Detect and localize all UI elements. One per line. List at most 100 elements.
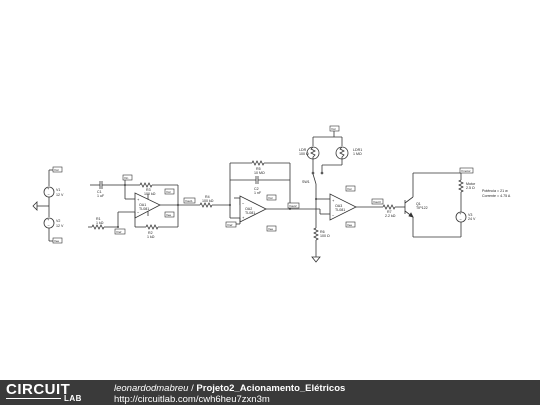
v2-value: 12 V (56, 224, 64, 228)
footer-title: leonardodmabreu / Projeto2_Acionamento_E… (114, 383, 346, 394)
svg-text:+: + (47, 217, 50, 222)
r6-value: 100 Ω (320, 234, 330, 238)
vref-tag-oa2: Vref (225, 218, 241, 228)
vout3-tag: Vout3 (371, 198, 384, 205)
vcc-tag-left: Vcc (49, 166, 63, 173)
r2-value: 1 kΩ (147, 235, 155, 239)
oa1-model: TL081 (139, 207, 149, 211)
supply-v1[interactable]: + − V1 12 V (43, 170, 64, 206)
circuit-schematic: + − V1 12 V Vcc + − V2 12 V Vee C1 1 uF (32, 125, 511, 263)
motor-value: 2.5 Ω (466, 186, 475, 190)
svg-text:Vcc: Vcc (347, 187, 353, 191)
oa3-name: OA3 (335, 204, 342, 208)
project-url[interactable]: http://circuitlab.com/cwh6heu7zxn3m (114, 394, 270, 405)
ground-left (32, 201, 49, 211)
oa2-name: OA2 (245, 207, 252, 211)
v1-name: V1 (56, 188, 60, 192)
motor-load[interactable]: Motor 2.5 Ω (458, 173, 476, 212)
svg-text:−: − (460, 217, 463, 222)
svg-text:Vee: Vee (166, 213, 172, 217)
c2-name: C2 (254, 187, 259, 191)
capacitor-c2[interactable]: C2 1 nF (230, 176, 290, 195)
capacitor-c1[interactable]: C1 1 uF (90, 181, 112, 198)
v1-value: 12 V (56, 193, 64, 197)
v3-name: V3 (468, 213, 472, 217)
svg-text:Vref: Vref (227, 223, 233, 227)
ldr-value: 100 Ω (299, 152, 309, 156)
power-current-annotation: Potência = 21 w Corrente = 4.75 A (482, 189, 511, 198)
svg-text:+: + (332, 198, 335, 203)
svg-text:+: + (137, 197, 140, 202)
vin-tag: Vin (122, 174, 133, 185)
project-name: Projeto2_Acionamento_Elétricos (196, 383, 346, 394)
svg-text:Vin: Vin (124, 176, 129, 180)
q1-name: Q1 (416, 202, 421, 206)
author-name[interactable]: leonardodmabreu (114, 383, 189, 394)
r7-name: R7 (387, 210, 392, 214)
switch-sw1[interactable]: SW1 (302, 171, 324, 192)
c1-name: C1 (97, 190, 102, 194)
svg-text:Vee: Vee (54, 239, 60, 243)
r3-value: 100 kΩ (144, 192, 156, 196)
r1-value: 1 kΩ (96, 221, 104, 225)
vref-tag-left: Vref (114, 228, 126, 235)
supply-v3[interactable]: + − V3 24 V (455, 211, 476, 237)
svg-text:Potência = 21 w: Potência = 21 w (482, 189, 508, 193)
resistor-r1[interactable]: R1 1 kΩ (88, 217, 118, 230)
svg-text:Vee: Vee (347, 223, 353, 227)
q1-model: TIP122 (416, 206, 428, 210)
ldr-sensor[interactable]: LDR 100 Ω (299, 146, 320, 160)
svg-text:Vref: Vref (116, 230, 122, 234)
vee-tag-oa2: Vee (266, 225, 277, 232)
ldr1-sensor[interactable]: LDR1 1 MΩ (335, 146, 362, 160)
circuitlab-logo: CIRCUIT LAB (6, 381, 82, 403)
svg-text:Vout2: Vout2 (289, 204, 297, 208)
r4-value: 100 kΩ (202, 199, 214, 203)
r1-name: R1 (96, 217, 101, 221)
svg-text:−: − (242, 201, 245, 206)
transistor-q1[interactable]: Q1 TIP122 (404, 196, 428, 218)
svg-text:+: + (242, 215, 245, 220)
c1-value: 1 uF (97, 194, 105, 198)
oa1-name: OA1 (139, 203, 146, 207)
svg-text:Vout3: Vout3 (373, 200, 381, 204)
resistor-r5[interactable]: R5 10 MΩ (230, 160, 290, 175)
opamp-oa2[interactable]: − + OA2 TL081 (239, 195, 267, 223)
vee-tag-oa1: Vee (164, 211, 175, 218)
supply-v2[interactable]: + − V2 12 V (43, 206, 64, 241)
r5-value: 10 MΩ (254, 171, 265, 175)
resistor-r4[interactable]: R4 100 kΩ (199, 195, 230, 208)
svg-text:−: − (332, 213, 335, 218)
svg-text:Vcc: Vcc (331, 127, 337, 131)
svg-text:Vcc: Vcc (166, 190, 172, 194)
ldr-name: LDR (299, 148, 307, 152)
vcc-tag-oa1: Vcc (164, 188, 175, 195)
vcc-tag-oa3: Vcc (345, 185, 356, 192)
r7-value: 2.2 kΩ (385, 214, 396, 218)
resistor-r2[interactable]: R2 1 kΩ (145, 224, 178, 239)
sw1-name: SW1 (302, 180, 310, 184)
opamp-oa3[interactable]: + − OA3 TL081 (329, 193, 357, 221)
svg-text:+: + (459, 211, 462, 216)
r4-name: R4 (205, 195, 210, 199)
ground-r6 (311, 256, 321, 263)
c2-value: 1 nF (254, 191, 262, 195)
vout2-tag: Vout2 (287, 202, 300, 209)
svg-text:−: − (48, 223, 51, 228)
resistor-r6[interactable]: R6 100 Ω (313, 227, 330, 257)
vcc-tag-oa2: Vcc (266, 194, 277, 201)
svg-text:Vee: Vee (268, 227, 274, 231)
resistor-r3[interactable]: R3 100 kΩ (125, 182, 178, 196)
motor-name: Motor (466, 182, 476, 186)
footer-bar: CIRCUIT LAB leonardodmabreu / Projeto2_A… (0, 380, 540, 405)
svg-text:Vcc: Vcc (54, 168, 60, 172)
svg-text:−: − (48, 192, 51, 197)
ldr1-name: LDR1 (353, 148, 362, 152)
resistor-r7[interactable]: R7 2.2 kΩ (382, 204, 405, 218)
r3-name: R3 (146, 188, 151, 192)
opamp-oa1[interactable]: + − OA1 TL081 (134, 192, 161, 219)
svg-text:Vout1: Vout1 (185, 199, 193, 203)
v2-name: V2 (56, 219, 60, 223)
svg-text:Corrente = 4.75 A: Corrente = 4.75 A (482, 194, 511, 198)
vee-tag-left: Vee (49, 237, 63, 244)
